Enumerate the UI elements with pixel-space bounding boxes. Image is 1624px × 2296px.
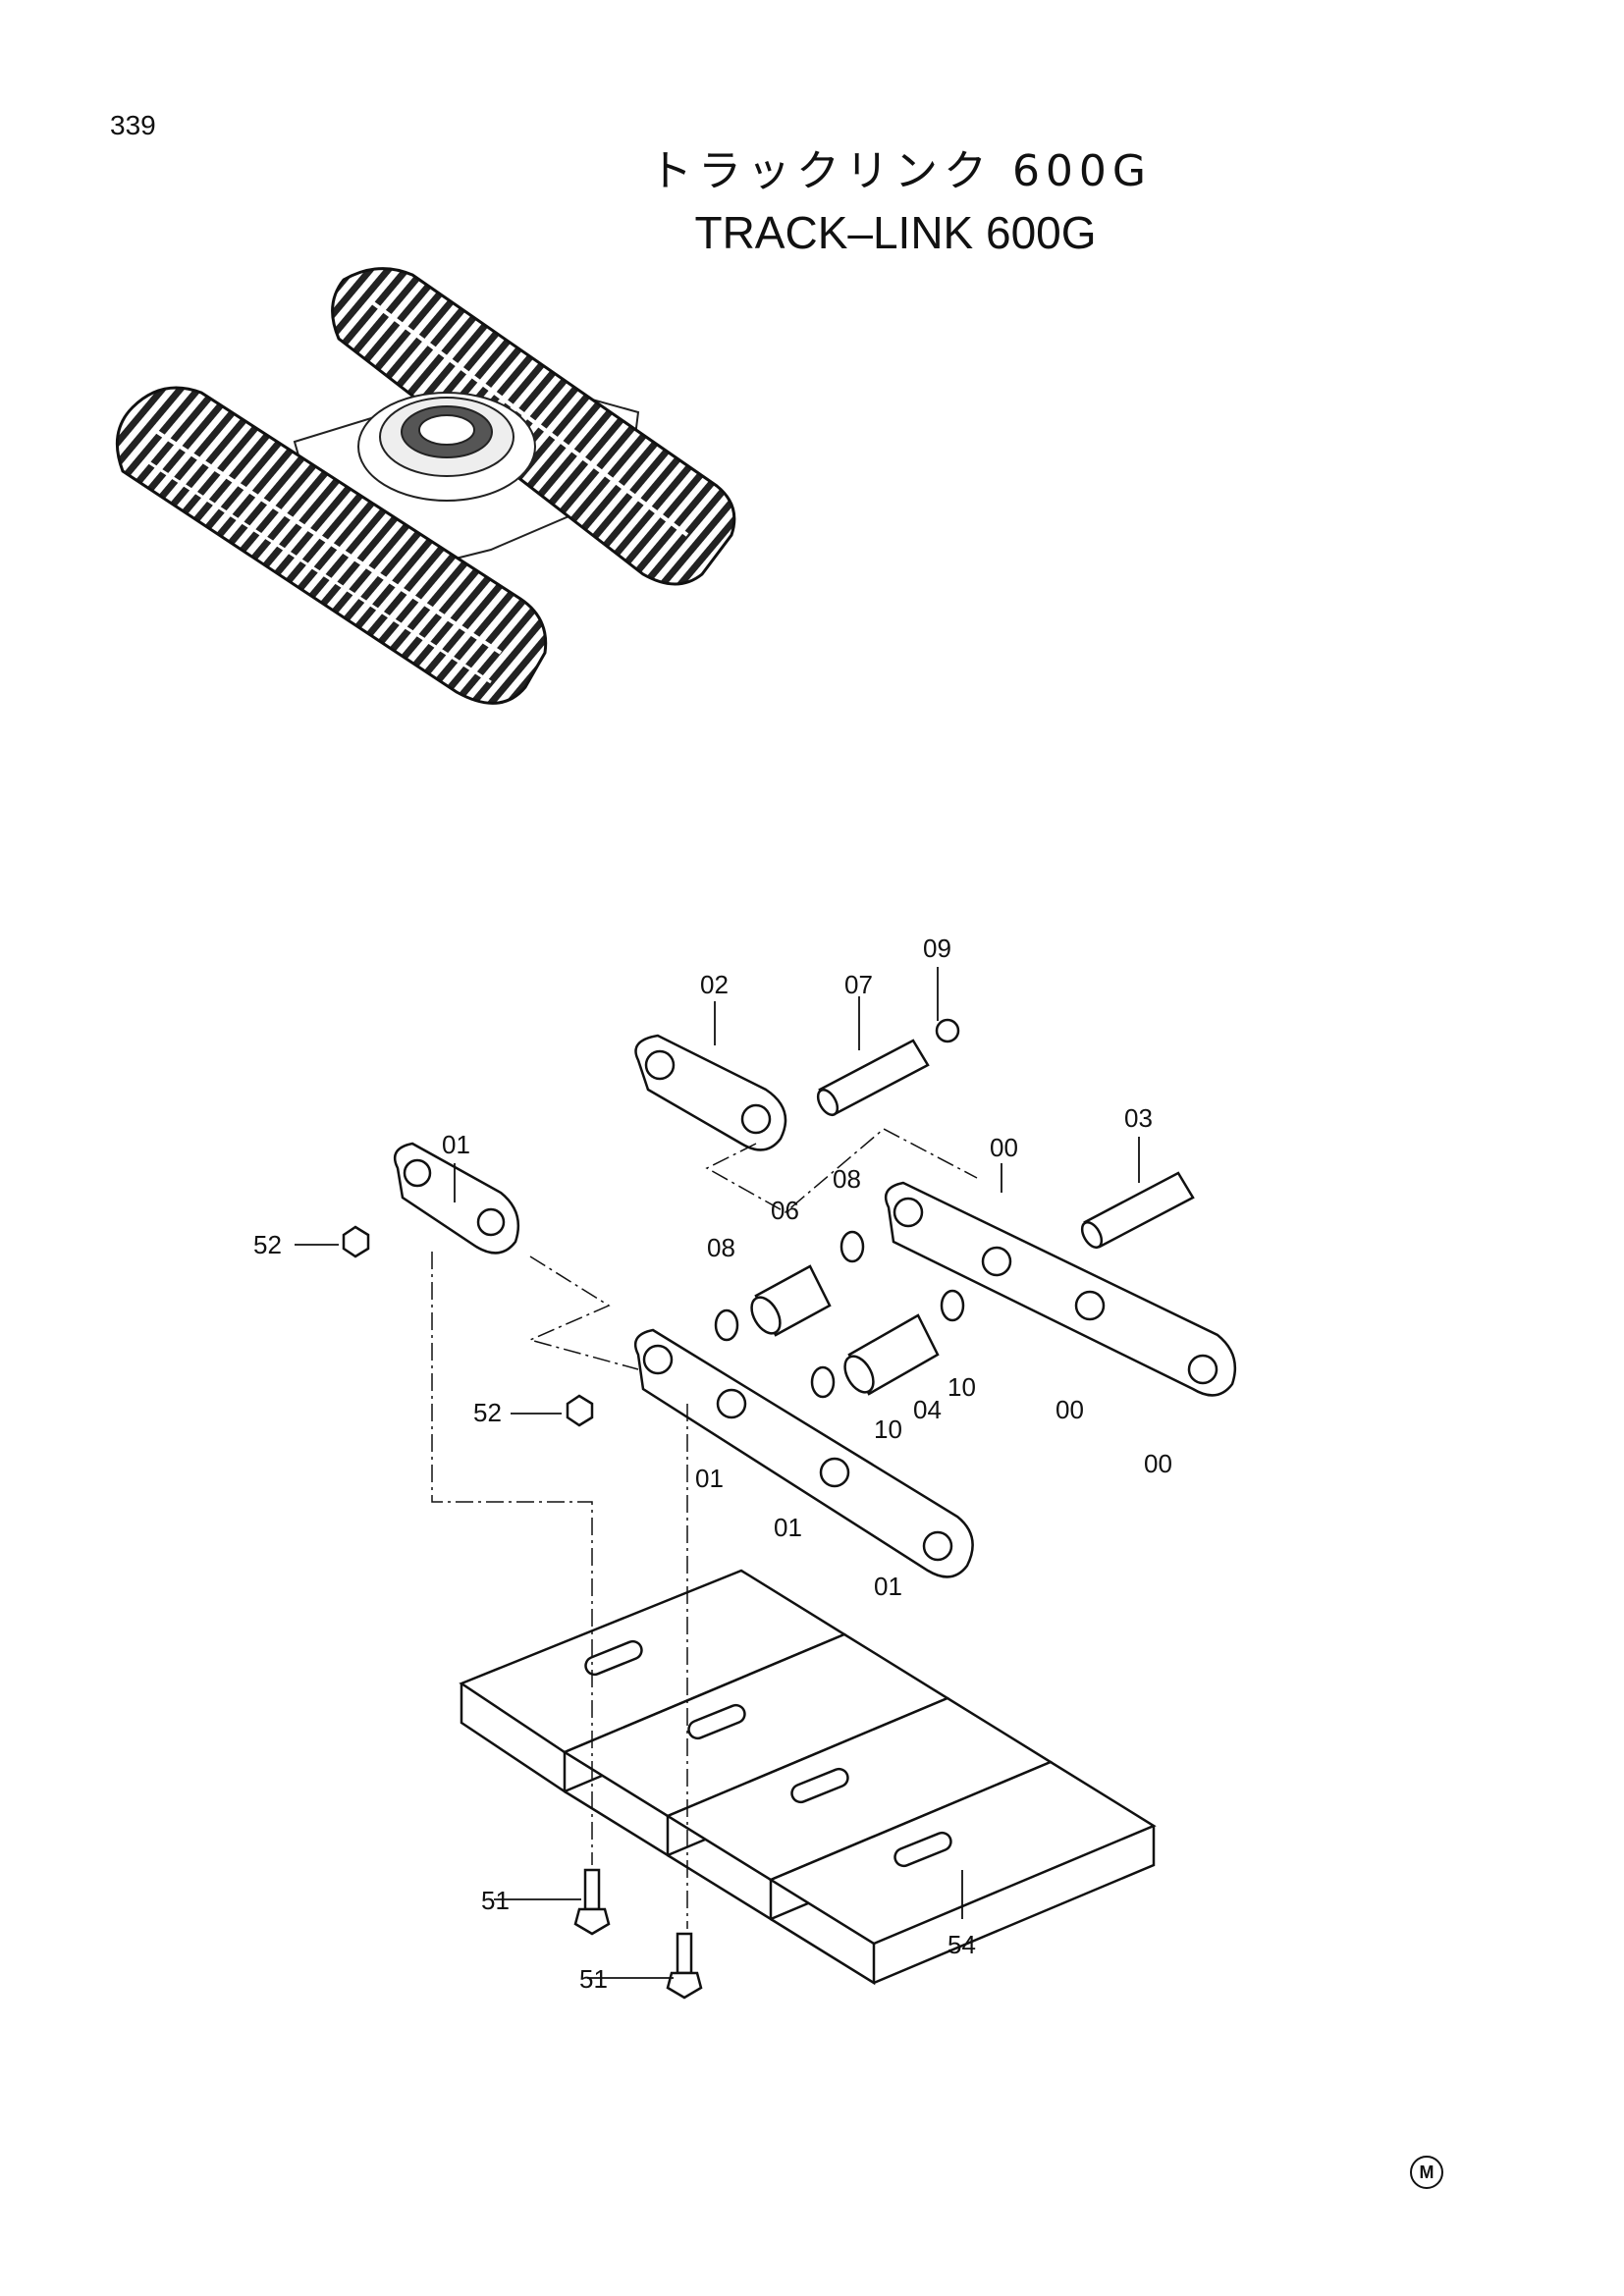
callout-08: 08 bbox=[833, 1164, 861, 1194]
callout-52: 52 bbox=[253, 1230, 282, 1259]
track-shoes bbox=[459, 1569, 1157, 1986]
callout-10: 10 bbox=[874, 1415, 902, 1444]
callout-00: 00 bbox=[1056, 1395, 1084, 1424]
track-link-02 bbox=[634, 1034, 787, 1151]
bolt-51 bbox=[666, 1932, 703, 2000]
callout-00: 00 bbox=[1144, 1449, 1172, 1478]
undercarriage-illustration bbox=[115, 267, 736, 705]
callout-01: 01 bbox=[695, 1464, 724, 1493]
bolt-51 bbox=[573, 1868, 611, 1936]
callout-54: 54 bbox=[947, 1930, 976, 1959]
pin-03 bbox=[1080, 1171, 1195, 1250]
track-shoe bbox=[768, 1760, 1157, 1986]
track-link-01 bbox=[393, 1142, 520, 1255]
bushing-06 bbox=[750, 1264, 832, 1337]
title-japanese: トラックリンク 600G bbox=[648, 146, 1153, 196]
callout-09: 09 bbox=[923, 934, 951, 963]
callout-00: 00 bbox=[990, 1133, 1018, 1162]
callout-06: 06 bbox=[771, 1196, 799, 1225]
front-track bbox=[115, 386, 548, 705]
callout-51: 51 bbox=[579, 1964, 608, 1994]
seal-10 bbox=[810, 1365, 836, 1399]
snap-ring-09 bbox=[935, 1018, 960, 1043]
callout-04: 04 bbox=[913, 1395, 942, 1424]
callout-52: 52 bbox=[473, 1398, 502, 1427]
seal-08 bbox=[839, 1230, 865, 1263]
callout-51: 51 bbox=[481, 1886, 510, 1915]
track-link-chain-00 bbox=[884, 1181, 1237, 1397]
callout-10: 10 bbox=[947, 1372, 976, 1402]
title-block: トラックリンク 600G TRACK–LINK 600G bbox=[0, 135, 1624, 259]
link-parts bbox=[342, 1018, 1237, 2000]
nut-52 bbox=[342, 1225, 370, 1258]
callouts: 09 02 07 01 03 08 00 06 52 08 10 04 10 0… bbox=[253, 934, 1172, 1994]
callout-02: 02 bbox=[700, 970, 729, 999]
seal-08 bbox=[714, 1308, 739, 1342]
callout-03: 03 bbox=[1124, 1103, 1153, 1133]
seal-10 bbox=[940, 1289, 965, 1322]
callout-01: 01 bbox=[774, 1513, 802, 1542]
rear-track bbox=[331, 267, 736, 586]
slewing-bearing bbox=[357, 392, 536, 502]
callout-08: 08 bbox=[707, 1233, 735, 1262]
page-number: 339 bbox=[110, 110, 156, 140]
track-link-chain-01 bbox=[633, 1328, 974, 1578]
callout-01: 01 bbox=[442, 1130, 470, 1159]
assembly-lines bbox=[431, 1128, 978, 1929]
leader-lines bbox=[295, 967, 1140, 1979]
nut-52 bbox=[566, 1394, 594, 1427]
pin-07 bbox=[816, 1039, 930, 1117]
callout-07: 07 bbox=[844, 970, 873, 999]
bushing-04 bbox=[843, 1313, 940, 1396]
callout-01: 01 bbox=[874, 1572, 902, 1601]
title-english: TRACK–LINK 600G bbox=[694, 207, 1097, 258]
manufacturer-mark: M bbox=[1410, 2156, 1443, 2189]
